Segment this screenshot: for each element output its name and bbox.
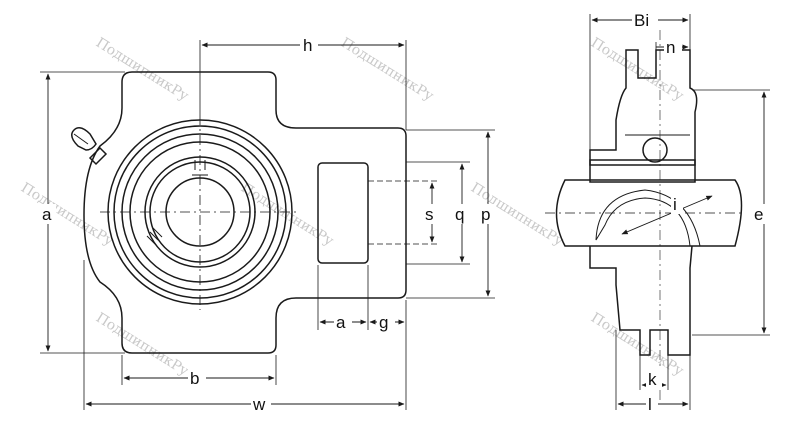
label-k: k [648, 370, 657, 389]
label-h: h [303, 36, 312, 55]
side-housing-upper [589, 49, 698, 166]
label-i: i [673, 195, 677, 214]
label-e: e [754, 205, 763, 224]
label-p: p [481, 205, 490, 224]
dimension-line-i [621, 195, 713, 235]
side-ball-icon [642, 137, 668, 163]
label-b: b [190, 369, 199, 388]
front-view [40, 40, 495, 410]
label-g: g [379, 313, 388, 332]
label-l: l [648, 395, 652, 414]
set-screw-left [146, 227, 163, 246]
watermark-7: ПодшипникРу [93, 310, 192, 380]
label-q: q [455, 205, 464, 224]
side-bearing-lines [625, 134, 690, 166]
housing-slot [317, 162, 369, 264]
label-a-height: a [42, 205, 52, 224]
side-shaft [555, 179, 743, 247]
watermark-8: ПодшипникРу [588, 310, 687, 380]
watermark-4: ПодшипникРу [18, 180, 117, 250]
label-n: n [666, 38, 675, 57]
dimension-labels: h a s q p a g b w Bi n i e k l [40, 10, 772, 414]
label-s: s [425, 205, 434, 224]
label-a-slot: a [336, 313, 346, 332]
grease-nipple-icon [71, 127, 108, 166]
side-bore [595, 189, 701, 247]
label-w: w [252, 395, 266, 414]
side-collar [589, 159, 696, 183]
watermark-layer: ПодшипникРу ПодшипникРу ПодшипникРу Подш… [18, 35, 687, 380]
watermark-1: ПодшипникРу [93, 35, 192, 105]
side-housing-lower [589, 245, 693, 356]
housing-outline [83, 71, 407, 354]
label-bi: Bi [634, 11, 649, 30]
